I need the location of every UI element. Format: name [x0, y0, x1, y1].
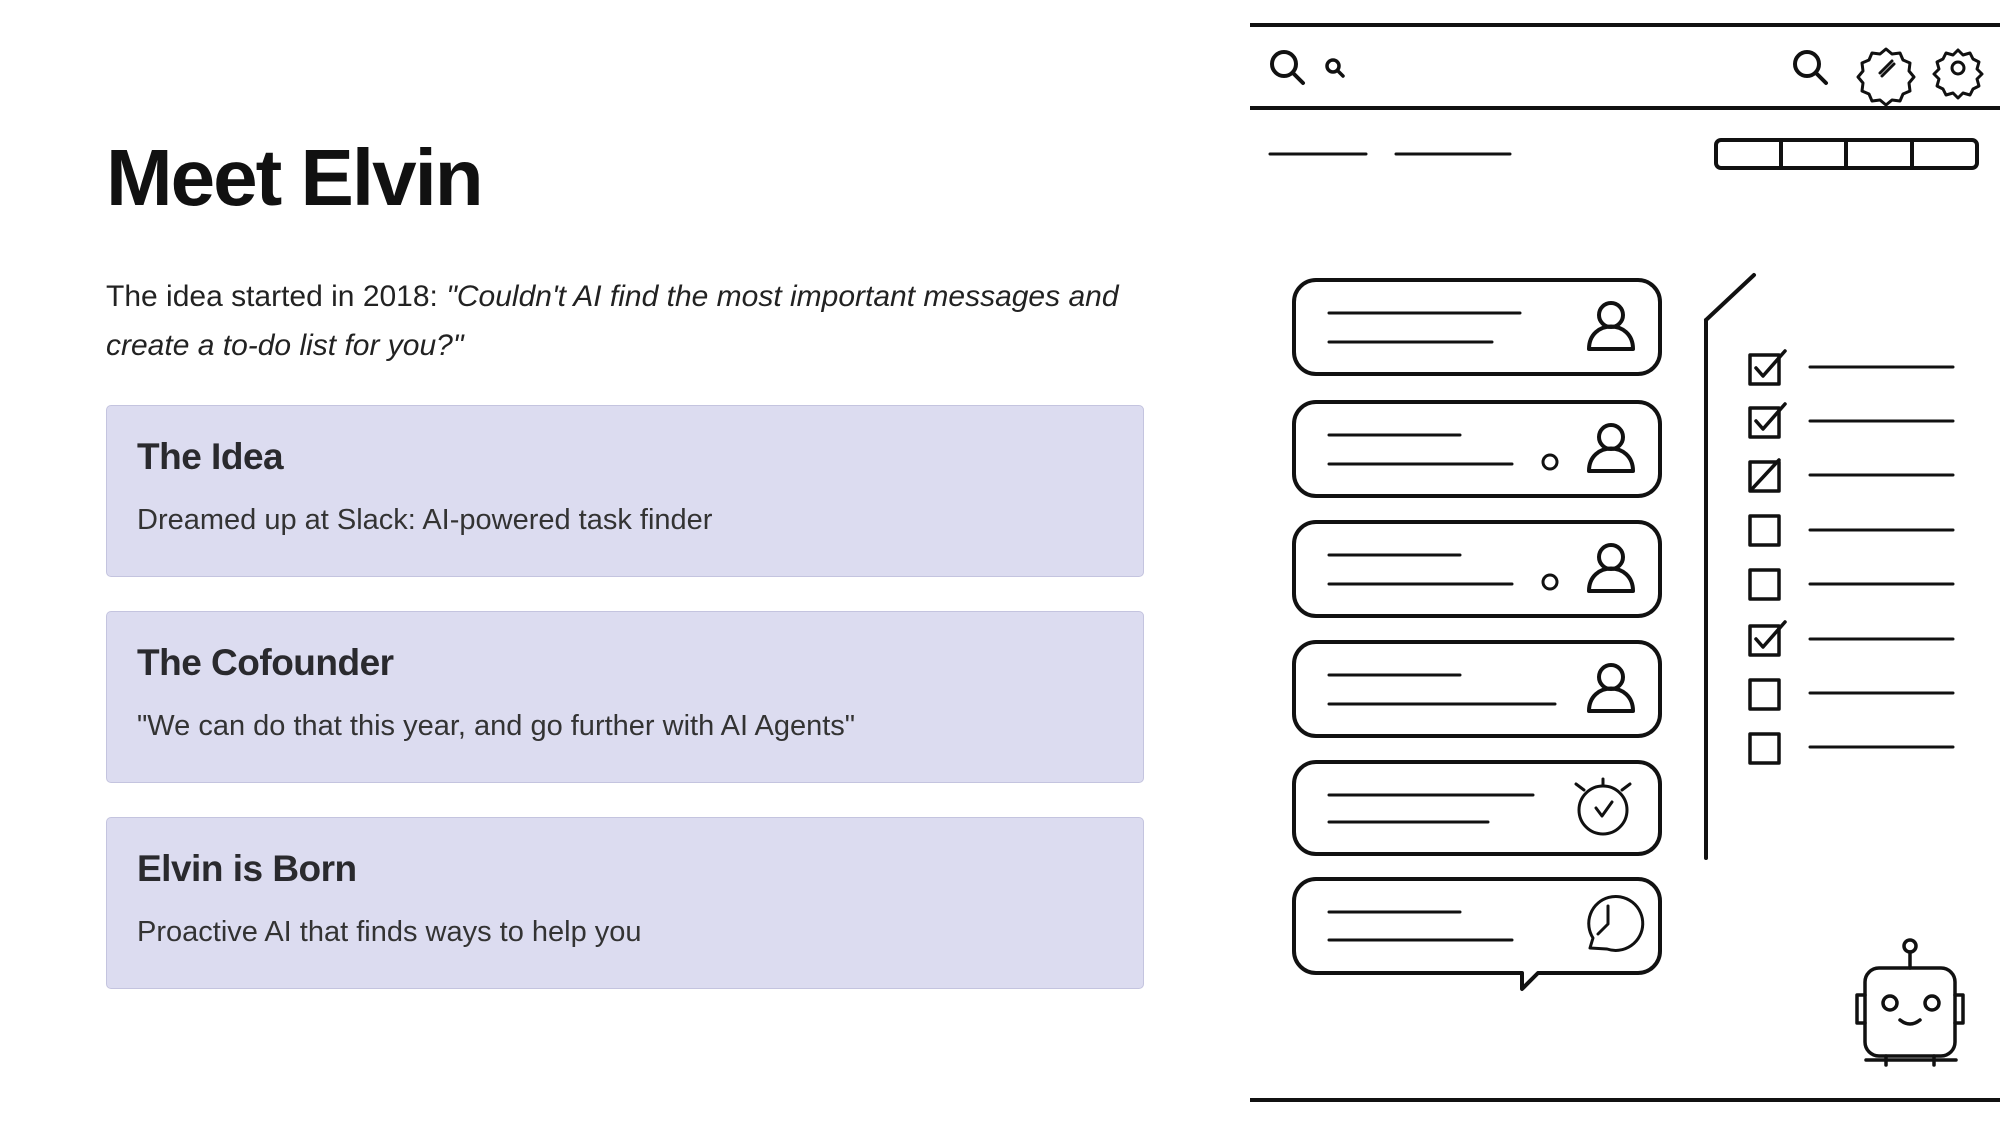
checked-box-icon	[1748, 402, 1787, 439]
person-icon	[1587, 663, 1635, 713]
small-search-icon	[1325, 58, 1345, 78]
card-title: The Cofounder	[137, 642, 394, 683]
robot-icon	[1855, 938, 1965, 1067]
empty-box-icon	[1748, 568, 1781, 601]
person-icon	[1587, 543, 1635, 593]
card-text: Dreamed up at Slack: AI-powered task fin…	[137, 504, 713, 536]
empty-box-icon	[1748, 678, 1781, 711]
checklist-bracket	[1704, 273, 1756, 860]
person-icon	[1587, 423, 1635, 473]
message-bubble	[1292, 877, 1662, 991]
checked-box-icon	[1748, 620, 1787, 657]
checked-box-icon	[1748, 349, 1787, 386]
person-icon	[1587, 301, 1635, 351]
search-icon	[1270, 50, 1305, 85]
message-card	[1292, 520, 1662, 618]
search-icon	[1793, 50, 1828, 85]
page-title: Meet Elvin	[106, 133, 484, 222]
intro-prefix: The idea started in 2018:	[106, 280, 438, 313]
message-card	[1292, 760, 1662, 856]
message-card	[1292, 400, 1662, 498]
card-the-idea: The Idea Dreamed up at Slack: AI-powered…	[106, 405, 1144, 577]
message-card	[1292, 278, 1662, 376]
empty-box-icon	[1748, 514, 1781, 547]
clock-icon	[1587, 894, 1645, 952]
unread-dot-icon	[1541, 453, 1559, 471]
card-the-cofounder: The Cofounder "We can do that this year,…	[106, 611, 1144, 783]
app-sketch-illustration	[1250, 0, 2000, 1127]
card-title: The Idea	[137, 436, 284, 477]
empty-box-icon	[1748, 732, 1781, 765]
slide-text-panel: Meet Elvin The idea started in 2018: "Co…	[106, 133, 1156, 989]
card-elvin-is-born: Elvin is Born Proactive AI that finds wa…	[106, 817, 1144, 989]
card-text: Proactive AI that finds ways to help you	[137, 916, 642, 948]
checklist	[1748, 349, 1955, 765]
stopwatch-icon	[1574, 777, 1632, 836]
unread-dot-icon	[1541, 573, 1559, 591]
segmented-control	[1714, 138, 1979, 170]
card-text: "We can do that this year, and go furthe…	[137, 710, 856, 742]
settings-badge-icon	[1856, 47, 1916, 107]
message-card	[1292, 640, 1662, 738]
app-sketch-svg	[1250, 0, 2000, 1127]
intro-paragraph: The idea started in 2018: "Couldn't AI f…	[106, 272, 1156, 370]
intro-quote: "Couldn't AI find the most important mes…	[106, 280, 1119, 362]
crossed-box-icon	[1748, 458, 1781, 493]
card-title: Elvin is Born	[137, 848, 357, 889]
gear-icon	[1932, 48, 1984, 100]
